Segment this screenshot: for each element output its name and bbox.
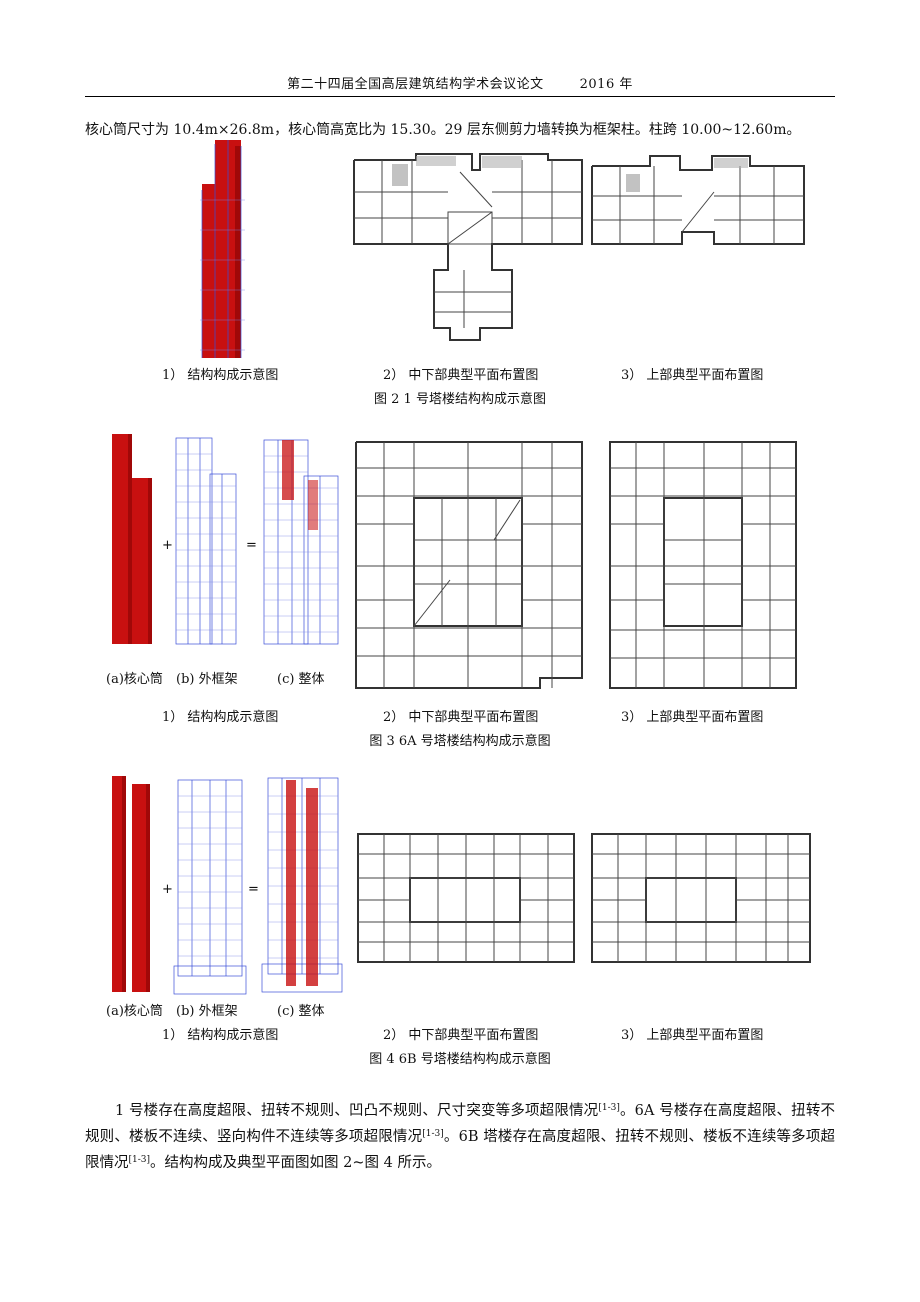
citation-2: [1-3] [422,1129,444,1139]
body-paragraph: 1 号楼存在高度超限、扭转不规则、凹凸不规则、尺寸突变等多项超限情况[1-3]。… [85,1098,835,1176]
tower6b-combined-model [261,777,343,993]
para-text-4: 。结构构成及典型平面图如图 2~图 4 所示。 [150,1155,441,1171]
tower1-plan-upper [591,155,805,245]
tower1-3d-model [200,140,245,358]
para-text-3: 。6B 塔楼存在高度超限、扭转不规则、楼板不连续等多项超限情况 [85,1129,835,1171]
citation-3: [1-3] [128,1155,151,1165]
citation-1: [1-3] [598,1103,620,1113]
fig3-label-c: (c) 整体 [277,672,325,687]
fig4-equals-sign: = [248,882,259,897]
fig4-plus-sign: + [162,882,173,897]
fig4-sub1: 1） 结构构成示意图 [162,1028,279,1043]
fig3-sub3: 3） 上部典型平面布置图 [621,710,764,725]
fig4-label-b: (b) 外框架 [176,1004,238,1019]
fig4-label-c: (c) 整体 [277,1004,325,1019]
fig4-sub2: 2） 中下部典型平面布置图 [383,1028,539,1043]
fig3-sub2: 2） 中下部典型平面布置图 [383,710,539,725]
para-text-2: 。6A 号楼存在高度超限、扭转不规则、楼板不连续、竖向构件不连续等多项超限情况 [85,1103,835,1145]
fig2-sub3: 3） 上部典型平面布置图 [621,368,764,383]
tower6b-plan-mid-lower [357,833,575,963]
tower1-plan-mid-lower [353,153,583,341]
fig2-sub2: 2） 中下部典型平面布置图 [383,368,539,383]
header-rule [85,96,835,97]
header-title: 第二十四届全国高层建筑结构学术会议论文 [287,77,544,92]
tower6a-plan-upper [609,441,797,689]
fig2-sub1: 1） 结构构成示意图 [162,368,279,383]
tower6a-frame-model [175,437,237,645]
fig3-label-a: (a)核心筒 [106,672,163,687]
tower6b-plan-upper [591,833,811,963]
fig2-caption: 图 2 1 号塔楼结构构成示意图 [374,392,546,407]
fig3-label-b: (b) 外框架 [176,672,238,687]
fig4-sub3: 3） 上部典型平面布置图 [621,1028,764,1043]
header-year: 2016 年 [579,77,633,92]
tower6b-core-model [112,776,150,992]
running-header: 第二十四届全国高层建筑结构学术会议论文 2016 年 [85,78,835,92]
tower6b-frame-model [173,779,247,995]
tower6a-core-model [112,434,152,644]
para-text-1: 1 号楼存在高度超限、扭转不规则、凹凸不规则、尺寸突变等多项超限情况 [115,1103,599,1119]
fig4-label-a: (a)核心筒 [106,1004,163,1019]
fig4-caption: 图 4 6B 号塔楼结构构成示意图 [369,1052,551,1067]
tower6a-combined-model [263,439,339,645]
fig3-sub1: 1） 结构构成示意图 [162,710,279,725]
tower6a-plan-mid-lower [355,441,583,689]
fig3-plus-sign: + [162,538,173,553]
fig3-equals-sign: = [246,538,257,553]
intro-line: 核心筒尺寸为 10.4m×26.8m，核心筒高宽比为 15.30。29 层东侧剪… [85,122,801,138]
fig3-caption: 图 3 6A 号塔楼结构构成示意图 [369,734,551,749]
